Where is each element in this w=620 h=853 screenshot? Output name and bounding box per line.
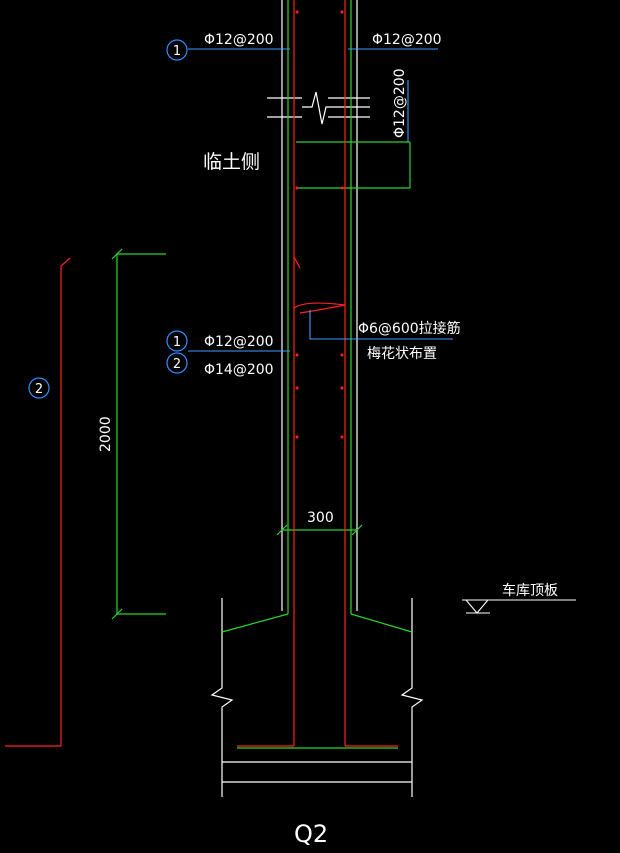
- tie-layout-label: 梅花状布置: [367, 346, 437, 362]
- dim-width-label: 300: [307, 510, 334, 526]
- wall-name-label: Q2: [294, 820, 328, 848]
- detail-2-label: Φ14@200: [204, 362, 274, 378]
- slab-label: 车库顶板: [502, 582, 558, 599]
- tie-bar-label: Φ6@600拉接筋: [358, 320, 461, 337]
- bubble-1-top: 1: [166, 39, 188, 61]
- detail-1-label: Φ12@200: [204, 334, 274, 350]
- rebar-dots: [295, 10, 344, 439]
- dim-height-label: 2000: [98, 416, 114, 452]
- svg-text:2: 2: [35, 382, 43, 397]
- svg-text:1: 1: [173, 335, 181, 350]
- svg-text:2: 2: [173, 357, 181, 372]
- wall-outline: [210, 0, 424, 797]
- green-lines: [111, 0, 413, 749]
- rebar-lines: [5, 0, 398, 747]
- rebar-inner-label: Φ12@200: [372, 32, 442, 48]
- bubble-1-mid: 1: [166, 330, 188, 352]
- bubble-2-mid: 2: [166, 352, 188, 374]
- rebar-outer-label: Φ12@200: [204, 32, 274, 48]
- soil-side-label: 临土侧: [203, 151, 260, 173]
- rebar-horizontal-label: Φ12@200: [392, 68, 408, 138]
- slab-level-symbol: [462, 599, 576, 614]
- bubble-2-left: 2: [28, 377, 50, 399]
- leader-lines: [188, 48, 453, 352]
- svg-text:1: 1: [173, 44, 181, 59]
